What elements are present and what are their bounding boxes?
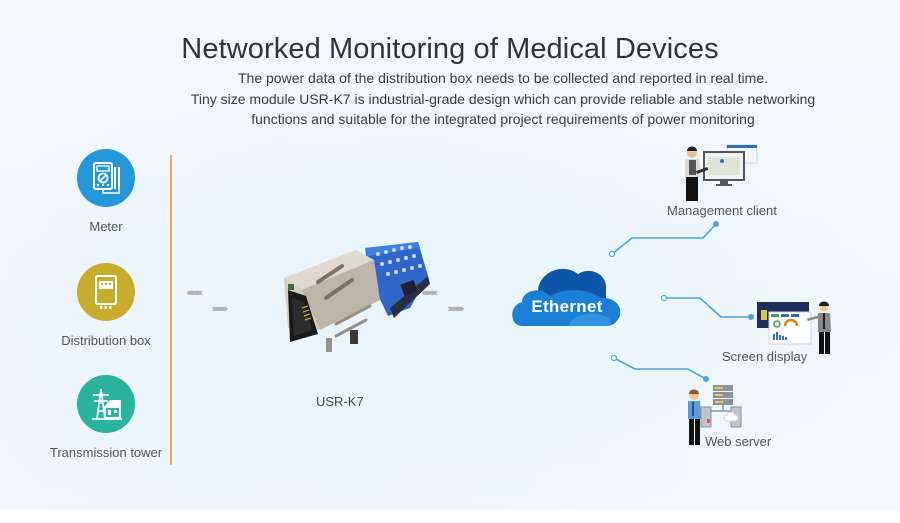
subtitle-line-1: The power data of the distribution box n… (238, 70, 768, 86)
connector-node-open (608, 250, 616, 258)
subtitle-line-3: functions and suitable for the integrate… (251, 111, 755, 127)
source-distribution-box: Distribution box (41, 263, 171, 348)
source-label: Transmission tower (49, 445, 163, 460)
connector-lines (608, 221, 754, 382)
outgoing-arrows-left: ›››››››››››› (211, 302, 229, 315)
connector-node-open (660, 294, 668, 302)
connector-node-filled (703, 376, 709, 382)
source-transmission-tower: Transmission tower (41, 375, 171, 460)
cloud-icon (512, 268, 621, 326)
source-label: Distribution box (61, 333, 151, 348)
transmission-tower-icon (77, 375, 135, 433)
distribution-box-icon (77, 263, 135, 321)
page-title: Networked Monitoring of Medical Devices (181, 33, 719, 65)
usr-k7-module-image (270, 238, 445, 358)
subtitle-line-2: Tiny size module USR-K7 is industrial-gr… (190, 91, 816, 107)
diagram-canvas: Networked Monitoring of Medical Devices … (0, 0, 900, 510)
web-server-icon (687, 385, 747, 447)
source-meter: Meter (41, 149, 171, 234)
screen-display-icon (757, 300, 837, 356)
outgoing-arrows-right: ›››››››››››› (447, 302, 465, 315)
multimeter-icon (77, 149, 135, 207)
module-label: USR-K7 (316, 394, 364, 409)
ethernet-cloud: Ethernet (508, 262, 626, 328)
connector-web-server (613, 357, 707, 380)
connector-node-filled (748, 314, 754, 320)
incoming-arrows-left: ‹‹‹‹‹‹‹‹‹‹‹‹ (186, 286, 204, 299)
incoming-arrows-right: ‹‹‹‹‹‹‹‹‹‹‹‹ (421, 286, 439, 299)
connector-screen-display (664, 297, 751, 318)
destination-label: Web server (705, 434, 772, 449)
connector-node-open (610, 354, 618, 362)
divider-line (170, 155, 172, 465)
management-client-icon (682, 143, 762, 205)
destination-label: Screen display (722, 349, 808, 364)
destination-label: Management client (667, 203, 777, 218)
connector-node-filled (713, 221, 719, 227)
source-label: Meter (89, 219, 123, 234)
connector-management-client (611, 223, 717, 255)
ethernet-label: Ethernet (531, 297, 603, 316)
